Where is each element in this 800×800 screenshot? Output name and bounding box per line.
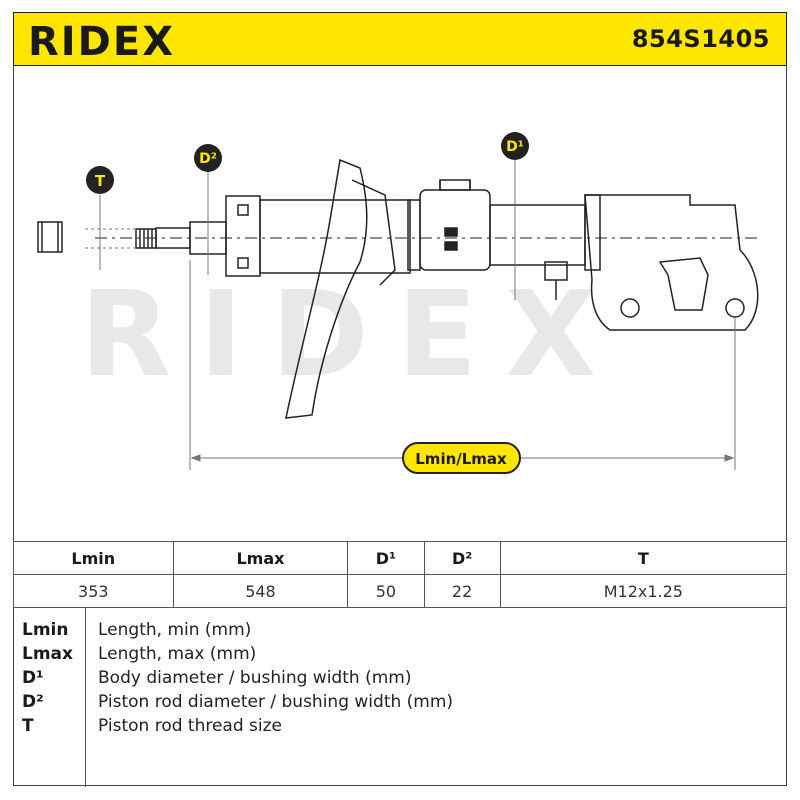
value-lmin: 353 [13,574,174,608]
legend-row: D¹ Body diameter / bushing width (mm) [13,668,787,692]
legend-key: T [22,716,34,736]
legend-key: Lmax [22,644,73,664]
header-d1: D¹ [347,541,425,575]
badge-d1: D¹ [501,132,529,160]
badge-d2-text: D² [199,151,217,167]
legend-desc: Length, min (mm) [98,620,252,640]
legend-row: D² Piston rod diameter / bushing width (… [13,692,787,716]
legend-desc: Body diameter / bushing width (mm) [98,668,412,688]
legend: Lmin Length, min (mm) Lmax Length, max (… [13,607,787,787]
legend-row: Lmin Length, min (mm) [13,620,787,644]
mount-hole-left [620,298,640,318]
watermark-text: RIDEX [80,265,624,403]
specs-value-row: 353 548 50 22 M12x1.25 [13,574,788,608]
shock-absorber-drawing: RIDEX [37,132,760,474]
specs-header-row: Lmin Lmax D¹ D² T [13,541,788,575]
body-shape [259,199,411,274]
nut-shape [37,221,63,253]
tube-shape [489,204,586,266]
legend-key: D¹ [22,668,44,688]
header-bar: RIDEX 854S1405 [13,12,787,66]
header-lmin: Lmin [13,541,174,575]
header-lmax: Lmax [172,541,349,575]
mount-hole-right [725,298,745,318]
diagram-frame [13,66,787,786]
value-d1: 50 [347,574,425,608]
top-mount-shape [225,195,261,277]
knuckle-shape [584,194,759,331]
badge-t-text: T [95,172,106,190]
spring-seat-shape [285,158,368,419]
legend-desc: Length, max (mm) [98,644,257,664]
legend-desc: Piston rod thread size [98,716,283,736]
badge-d1-text: D¹ [506,139,524,155]
badge-length: Lmin/Lmax [402,442,521,474]
legend-divider [85,608,86,787]
value-lmax: 548 [172,574,349,608]
badge-d2: D² [194,144,222,172]
specs-table: Lmin Lmax D¹ D² T 353 548 50 22 M12x1.25 [13,541,788,608]
part-number: 854S1405 [631,25,770,53]
brand-logo: RIDEX [28,19,208,65]
legend-row: Lmax Length, max (mm) [13,644,787,668]
badge-length-text: Lmin/Lmax [415,450,507,468]
legend-desc: Piston rod diameter / bushing width (mm) [98,692,454,712]
badge-t: T [86,166,114,194]
header-d2: D² [423,541,501,575]
value-d2: 22 [423,574,501,608]
legend-key: Lmin [22,620,69,640]
legend-row: T Piston rod thread size [13,716,787,740]
brand-text: RIDEX [28,19,175,61]
header-t: T [499,541,788,575]
value-t: M12x1.25 [499,574,788,608]
legend-key: D² [22,692,44,712]
